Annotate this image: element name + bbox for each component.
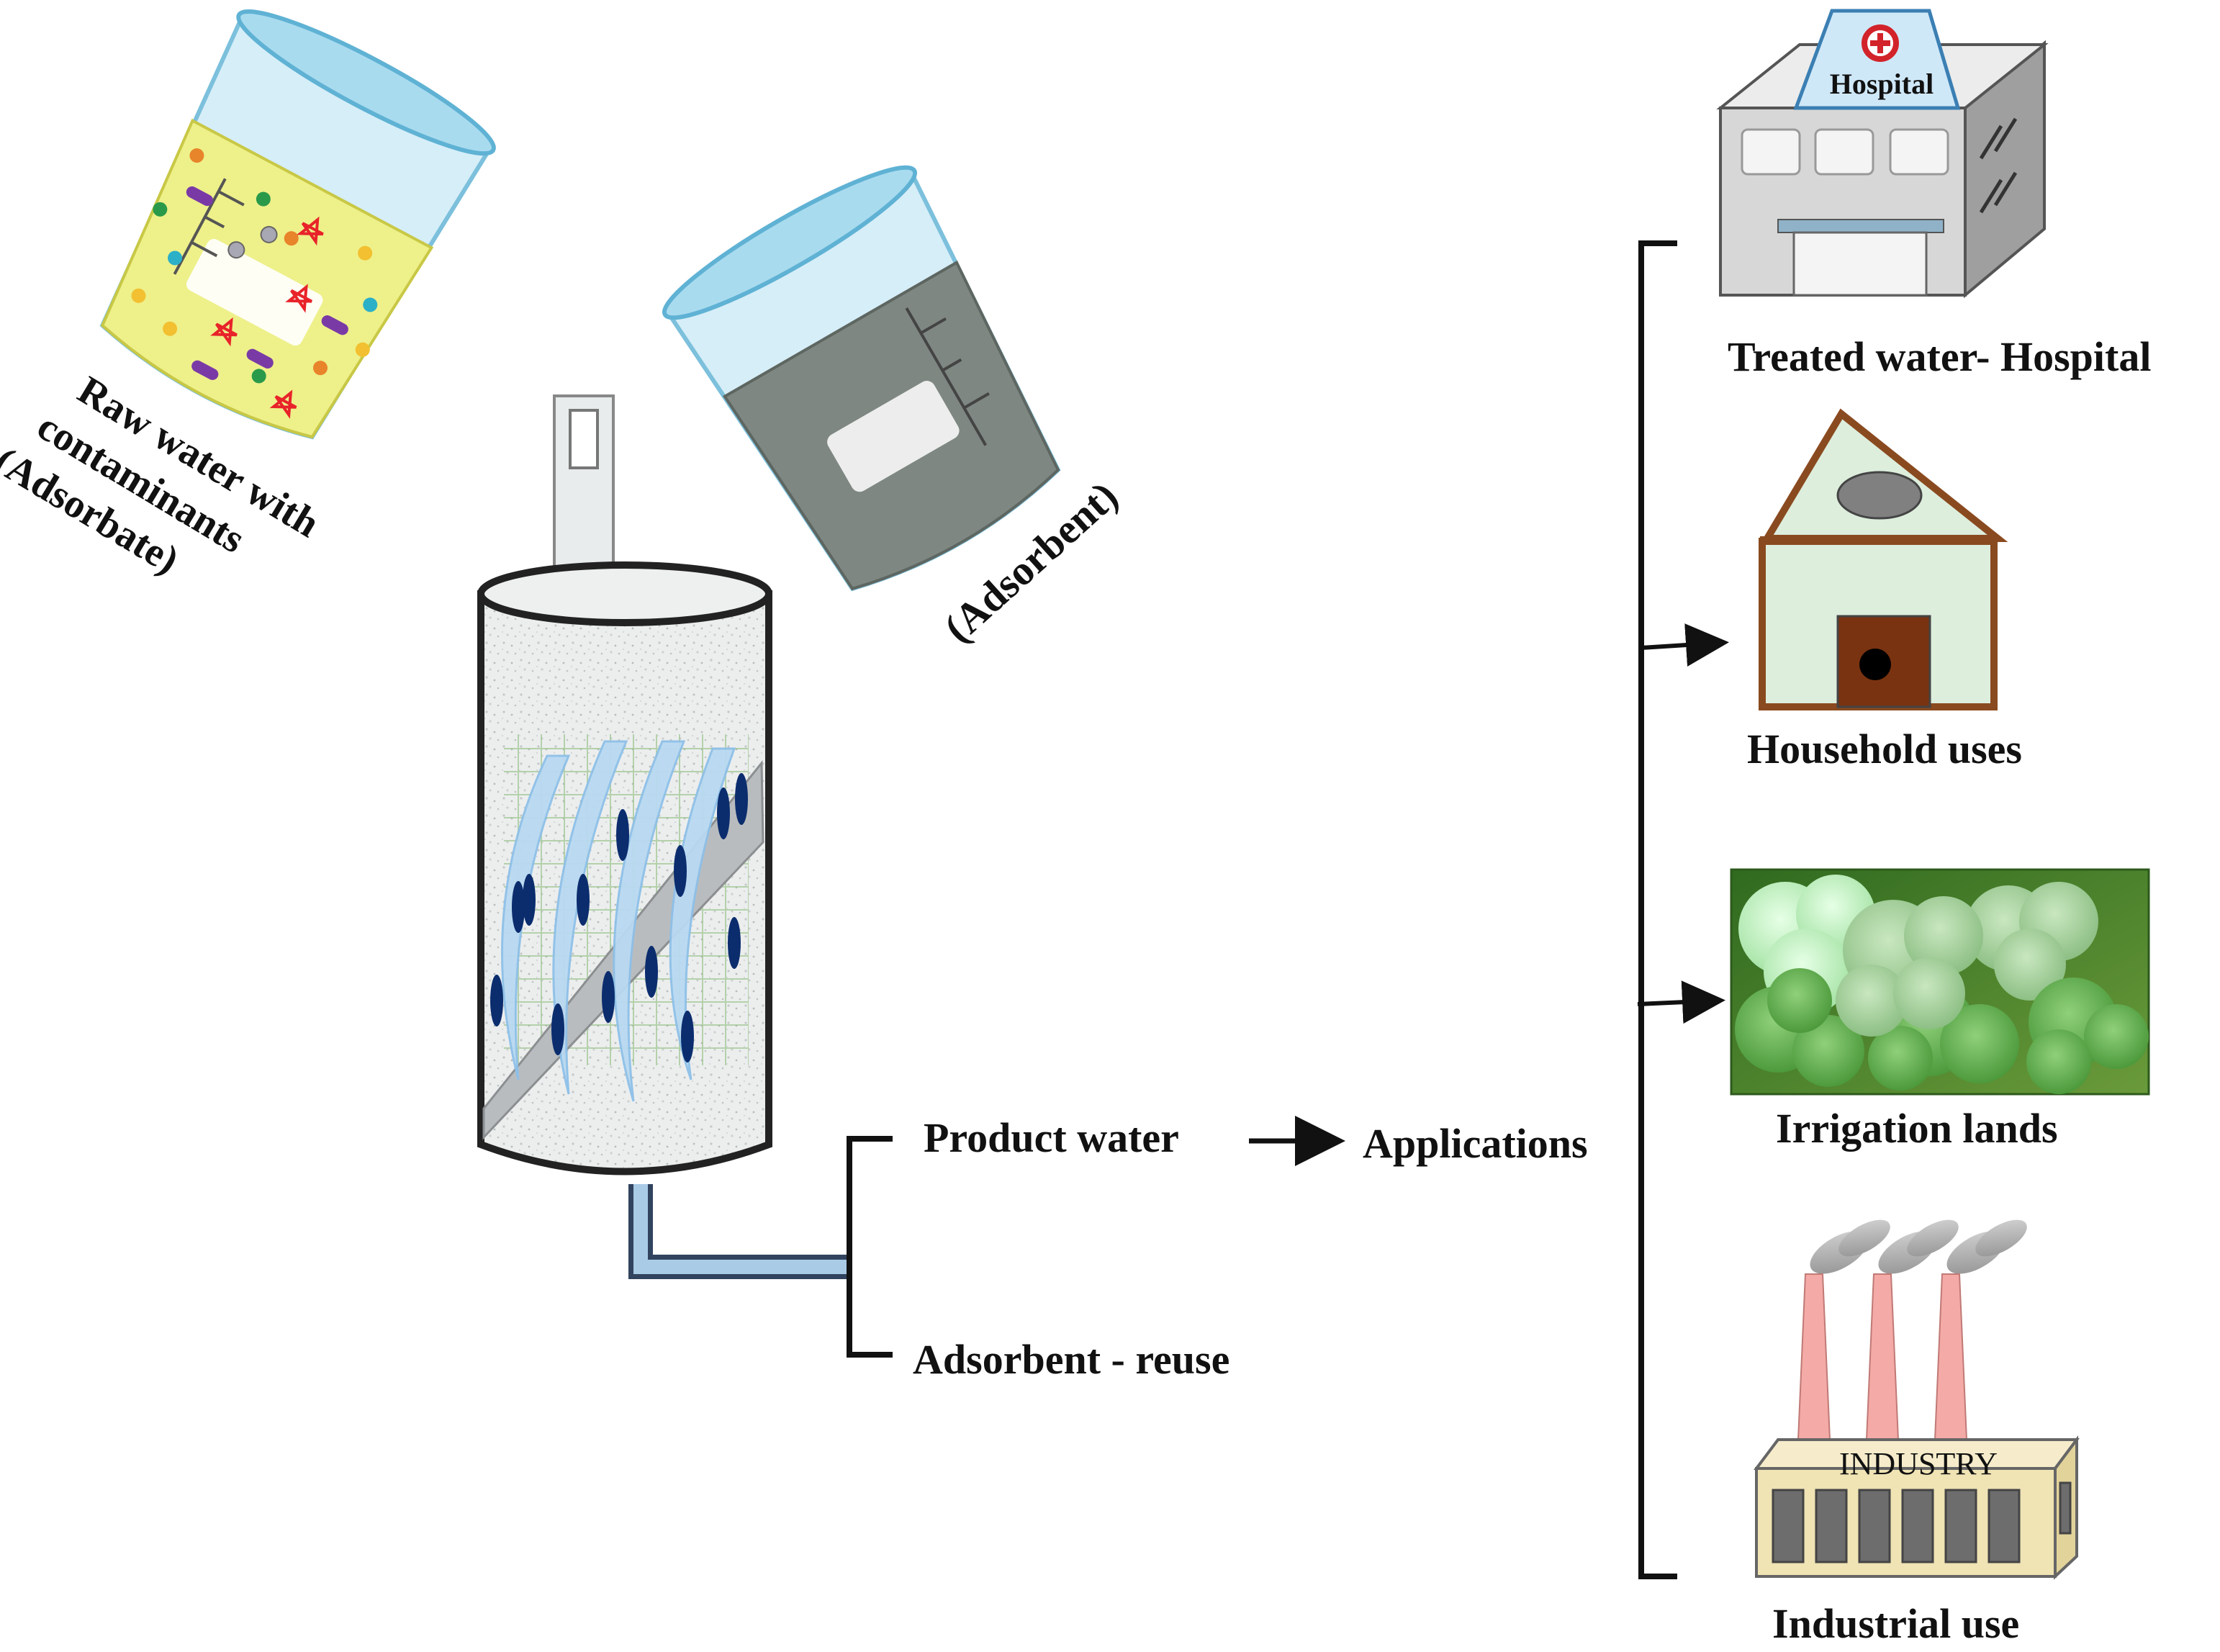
irrigation-field xyxy=(1730,868,2150,1096)
irrigation-arrow xyxy=(1637,980,1725,1024)
contaminant-particles xyxy=(131,148,378,419)
industry-factory: INDUSTRY xyxy=(1754,1219,2080,1580)
raw-water-beaker xyxy=(99,9,496,440)
household-arrow xyxy=(1641,623,1729,667)
adsorbent-beaker xyxy=(662,165,1061,592)
product-water-label: Product water xyxy=(924,1114,1179,1161)
applications-bracket xyxy=(1638,240,1677,1579)
output-bracket xyxy=(847,1136,893,1358)
adsorbent-sheets xyxy=(501,740,736,1102)
hospital-caption: Treated water- Hospital xyxy=(1728,333,2151,380)
adsorbent-beads xyxy=(490,773,748,1062)
industrial-caption: Industrial use xyxy=(1772,1600,2019,1647)
adsorption-column xyxy=(477,561,772,1175)
industry-sign-text: INDUSTRY xyxy=(1839,1446,1998,1481)
adsorbent-reuse-label: Adsorbent - reuse xyxy=(913,1336,1229,1383)
outlet-pipe xyxy=(628,1184,848,1279)
smoke-icon xyxy=(1810,1219,2027,1274)
hospital-sign-text: Hospital xyxy=(1830,68,1934,100)
household-caption: Household uses xyxy=(1747,726,2022,772)
hospital-building: Hospital xyxy=(1716,9,2049,299)
applications-label: Applications xyxy=(1363,1120,1588,1167)
irrigation-caption: Irrigation lands xyxy=(1776,1105,2058,1152)
house xyxy=(1759,408,2008,710)
